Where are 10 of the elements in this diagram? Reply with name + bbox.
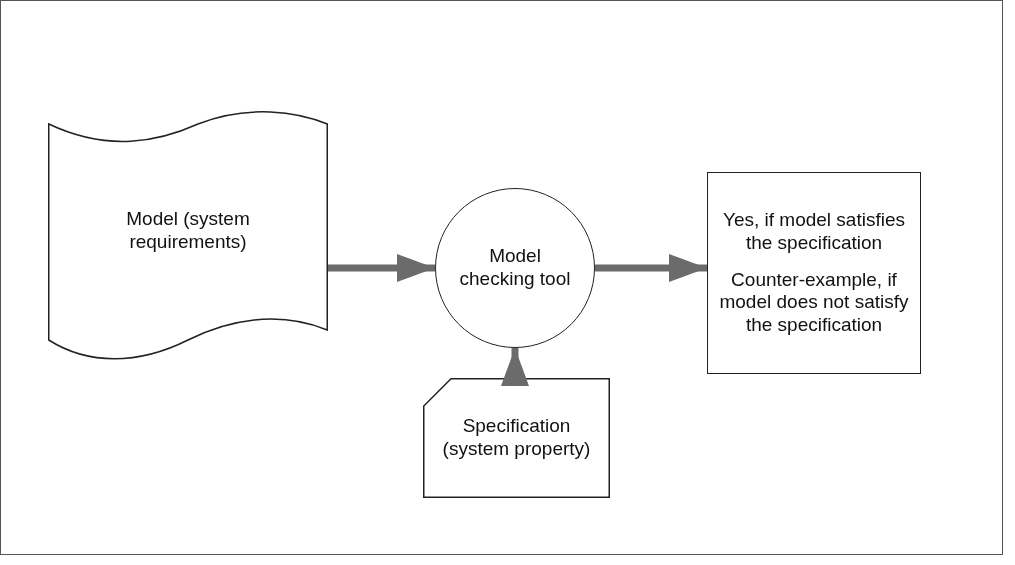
node-label: Model (system requirements) (125, 208, 251, 254)
node-label: Yes, if model satisfies the specification (722, 209, 906, 255)
card-shape (423, 378, 610, 498)
arrow (595, 254, 707, 282)
result-box (707, 172, 921, 374)
node-label: Specification (system property) (441, 415, 592, 461)
arrow (328, 254, 435, 282)
node-label: Counter-example, if model does not satisfy the specification (718, 268, 910, 337)
node-label: Model checking tool (458, 245, 572, 291)
arrow (501, 348, 529, 386)
